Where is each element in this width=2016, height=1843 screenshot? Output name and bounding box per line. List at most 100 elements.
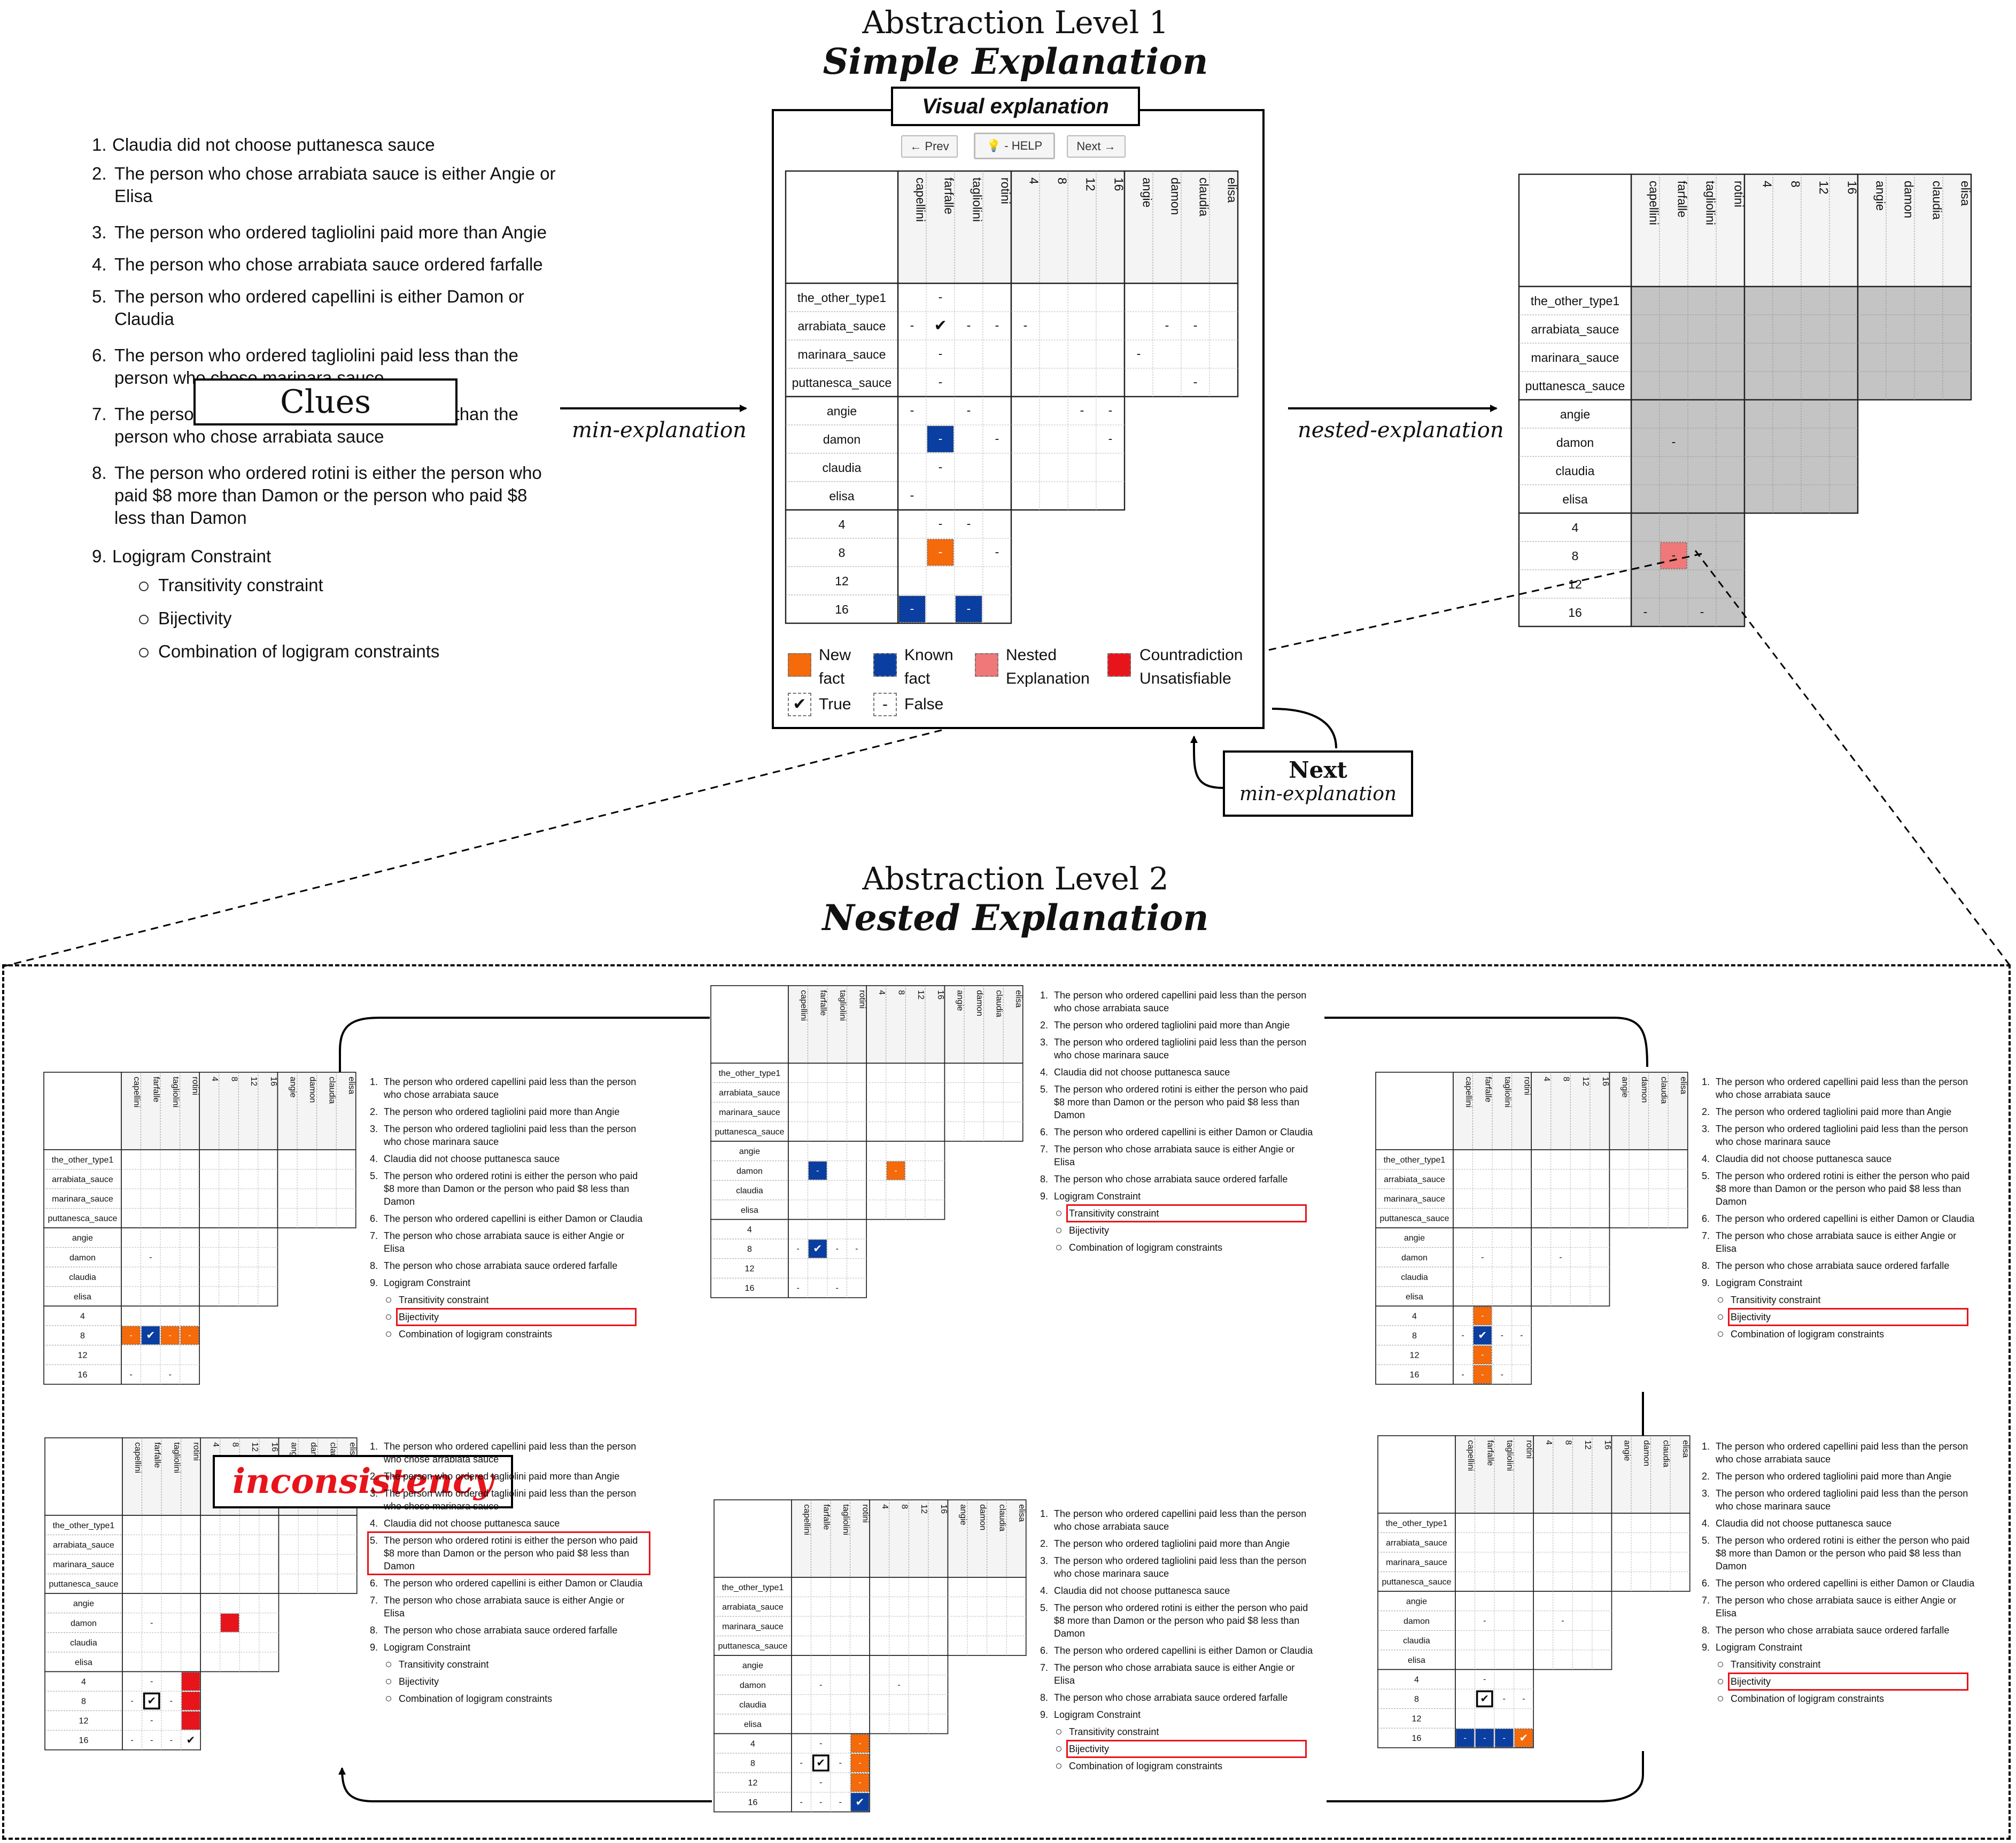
mini-clue-item: 7.The person who chose arrabiata sauce i…: [370, 1229, 648, 1255]
row-header-label: elisa: [1562, 492, 1588, 506]
mini-clue-sub-text: Bijectivity: [396, 1308, 637, 1326]
mini-clue-number: 7.: [370, 1595, 378, 1606]
clue-text: The person who ordered capellini is eith…: [114, 286, 524, 329]
mini-clue-number: 2.: [370, 1106, 378, 1117]
column-header-label: farfalle: [152, 1442, 161, 1468]
legend-contradiction-swatch: [1107, 653, 1131, 677]
mini-clue-item: 2.The person who ordered tagliolini paid…: [1702, 1105, 1980, 1118]
column-header-label: 12: [919, 1504, 928, 1514]
clue-number: 3.: [92, 222, 107, 242]
nested-explanation-label: nested-explanation: [1298, 418, 1504, 443]
cell-symbol: -: [1643, 605, 1648, 618]
column-header-label: farfalle: [818, 990, 827, 1016]
mini-clue-number: 8.: [1702, 1260, 1710, 1271]
cell-new: [886, 1161, 905, 1180]
mini-clue-sub-item: Combination of logigram constraints: [370, 1328, 648, 1341]
column-header-label: capellini: [799, 990, 808, 1021]
mini-clue-number: 2.: [1040, 1538, 1049, 1549]
mini-clue-item: 5.The person who ordered rotini is eithe…: [1702, 1534, 1980, 1573]
mini-clue-text: The person who chose arrabiata sauce is …: [384, 1230, 625, 1254]
column-header-label: 4: [1544, 1440, 1553, 1445]
row-header-label: arrabiata_sauce: [719, 1089, 780, 1098]
clue-number: 7.: [92, 404, 107, 424]
column-header-label: 12: [1084, 177, 1098, 191]
mini-clue-item: 5.The person who ordered rotini is eithe…: [370, 1170, 648, 1208]
cell-symbol: -: [1137, 346, 1141, 360]
clue-number: 8.: [92, 463, 107, 483]
column-header-label: rotini: [860, 1504, 870, 1523]
row-header-label: elisa: [741, 1206, 758, 1215]
column-header-label: capellini: [1464, 1077, 1473, 1108]
mini-clue-number: 8.: [370, 1260, 378, 1271]
row-header-label: marinara_sauce: [1386, 1558, 1447, 1567]
cell-symbol: -: [1108, 431, 1113, 445]
mini-clue-number: 6.: [370, 1213, 378, 1224]
mini-clue-text: The person who ordered rotini is either …: [384, 1535, 638, 1571]
cell-symbol: -: [1193, 375, 1198, 389]
row-header-label: 16: [835, 602, 849, 616]
cell-symbol: -: [858, 1739, 861, 1748]
cell-symbol: -: [910, 601, 914, 615]
cell-symbol: ✔: [813, 1243, 822, 1255]
row-header-label: 8: [747, 1245, 752, 1254]
cell-symbol: -: [1481, 1351, 1484, 1360]
row-header-label: damon: [1404, 1617, 1430, 1626]
row-header-label: 4: [80, 1312, 85, 1321]
mini-clue-sub-item: Combination of logigram constraints: [370, 1692, 648, 1705]
help-button[interactable]: 💡 - HELP: [974, 133, 1055, 159]
column-header-label: capellini: [802, 1504, 811, 1535]
column-header-label: damon: [978, 1504, 987, 1530]
column-header-label: 16: [1601, 1077, 1610, 1086]
row-header-label: 12: [1568, 577, 1582, 591]
column-header-label: farfalle: [1676, 181, 1689, 218]
mini-clue-number: 2.: [1702, 1471, 1710, 1482]
mini-clue-item: 6.The person who ordered capellini is ei…: [1702, 1212, 1980, 1225]
next-min-explanation-box[interactable]: Next min-explanation: [1223, 750, 1413, 817]
mini-clue-number: 9.: [1040, 1191, 1049, 1202]
column-header-label: damon: [975, 990, 984, 1016]
mini-clues-4: 1.The person who ordered capellini paid …: [367, 1440, 650, 1709]
column-header-label: 4: [210, 1077, 219, 1081]
mini-clue-sub-item: Transitivity constraint: [1040, 1725, 1318, 1738]
mini-clue-number: 9.: [370, 1277, 378, 1288]
mini-clue-item: 2.The person who ordered tagliolini paid…: [1702, 1470, 1980, 1483]
cell-symbol: -: [995, 318, 999, 332]
cell-symbol: -: [939, 346, 943, 360]
prev-button[interactable]: ← Prev: [901, 135, 958, 158]
mini-clue-text: The person who ordered capellini paid le…: [1054, 990, 1307, 1013]
row-header-label: 12: [78, 1351, 88, 1360]
column-header-label: claudia: [327, 1077, 336, 1104]
column-header-label: 8: [1789, 181, 1803, 188]
legend-false-swatch: -: [873, 693, 897, 716]
column-header-label: capellini: [914, 177, 928, 222]
mini-clue-text: Claudia did not choose puttanesca sauce: [384, 1518, 560, 1529]
clue-number: 5.: [92, 286, 107, 306]
column-header-label: elisa: [347, 1077, 356, 1094]
column-header-label: farfalle: [1485, 1440, 1494, 1466]
cell-symbol: -: [858, 1778, 861, 1787]
mini-clue-text: Logigram Constraint: [1054, 1709, 1141, 1720]
row-header-label: 16: [78, 1370, 88, 1380]
next-button[interactable]: Next →: [1067, 135, 1126, 158]
row-header-label: puttanesca_sauce: [1382, 1578, 1452, 1587]
mini-clue-text: The person who chose arrabiata sauce is …: [1716, 1595, 1957, 1619]
clue-text: The person who ordered tagliolini paid m…: [114, 222, 547, 242]
mini-clue-text: The person who ordered capellini paid le…: [1716, 1441, 1968, 1465]
mini-clue-text: Logigram Constraint: [1054, 1191, 1141, 1202]
column-header-label: 12: [1581, 1077, 1590, 1086]
row-header-label: marinara_sauce: [53, 1560, 114, 1569]
cell-symbol: -: [797, 1244, 800, 1253]
row-header-label: 8: [80, 1331, 85, 1341]
mini-clue-sub-item: Transitivity constraint: [1040, 1204, 1318, 1222]
cell-symbol: -: [188, 1331, 191, 1340]
mini-clue-text: The person who ordered tagliolini paid m…: [384, 1471, 620, 1482]
cell-symbol: ✔: [146, 1330, 155, 1342]
mini-clue-sub-item: Bijectivity: [1040, 1740, 1318, 1758]
cell-symbol: -: [170, 1736, 173, 1745]
mini-clue-sub-text: Combination of logigram constraints: [1069, 1242, 1223, 1253]
clue-number: 9.: [92, 546, 107, 566]
column-header-label: capellini: [132, 1077, 141, 1108]
mini-clue-item: 8.The person who chose arrabiata sauce o…: [1702, 1624, 1980, 1637]
